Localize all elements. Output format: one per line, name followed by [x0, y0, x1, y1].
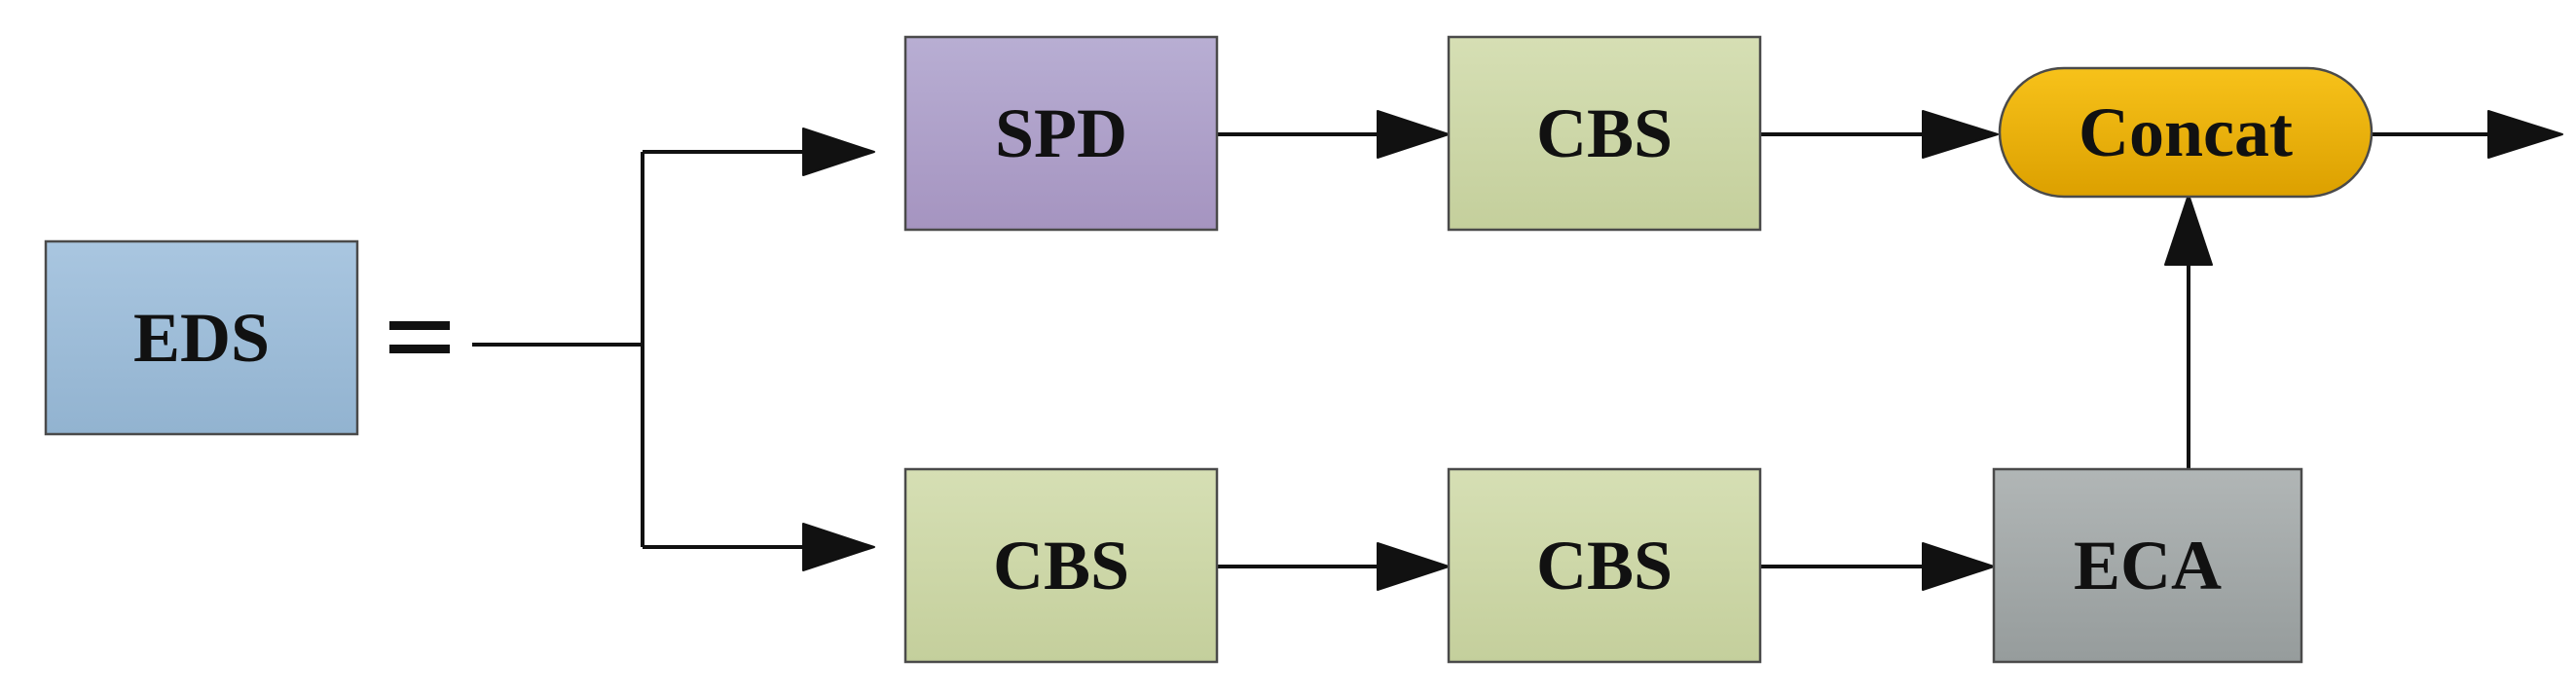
arrow-to-cbs-bottom-1: [802, 523, 875, 571]
block-eds-label: EDS: [133, 299, 270, 377]
block-cbs-top-label: CBS: [1536, 94, 1673, 172]
block-eca-label: ECA: [2074, 527, 2222, 604]
block-spd-label: SPD: [995, 94, 1127, 172]
block-cbs-top: CBS: [1447, 35, 1762, 232]
arrow-to-concat: [1922, 110, 1999, 159]
block-cbs-bottom-1: CBS: [903, 467, 1219, 664]
block-eca: ECA: [1992, 467, 2303, 664]
block-cbs-bottom-2-label: CBS: [1536, 527, 1673, 604]
arrow-to-eca: [1922, 542, 1995, 591]
block-spd: SPD: [903, 35, 1219, 232]
block-cbs-bottom-1-label: CBS: [993, 527, 1129, 604]
arrow-to-cbs-bottom-2: [1377, 542, 1450, 591]
arrow-output: [2487, 110, 2563, 159]
connectors: [472, 132, 2492, 568]
arrow-to-spd: [802, 128, 875, 176]
equals-sign: [389, 321, 450, 353]
arrow-to-cbs-top: [1377, 110, 1450, 159]
arrow-eca-up-to-concat: [2164, 194, 2213, 266]
block-concat: Concat: [1998, 66, 2374, 199]
block-cbs-bottom-2: CBS: [1447, 467, 1762, 664]
arrowheads: [802, 110, 2563, 591]
block-eds: EDS: [44, 239, 359, 436]
block-concat-label: Concat: [2079, 93, 2293, 171]
